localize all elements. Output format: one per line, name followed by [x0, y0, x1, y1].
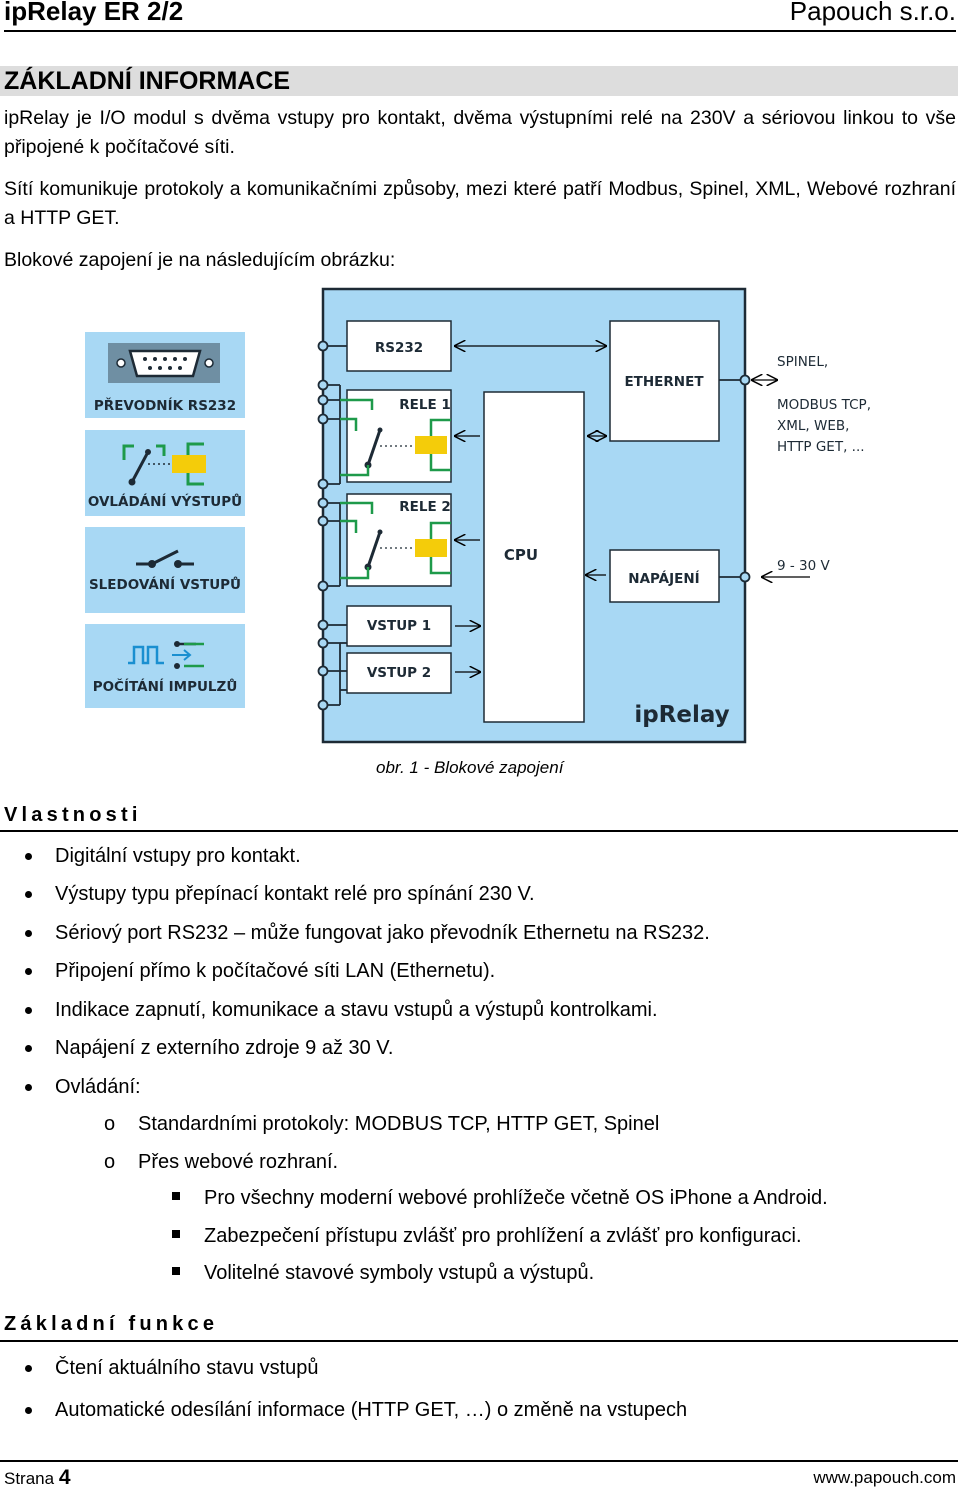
section-title-bar: [0, 66, 958, 96]
feature-label-rs232: PŘEVODNÍK RS232: [94, 397, 236, 414]
footer-page-label: Strana: [4, 1469, 55, 1488]
block-rs232: [346, 320, 452, 372]
list-item: Napájení z externího zdroje 9 až 30 V.: [55, 1037, 394, 1059]
pulse-counter-icon: [128, 641, 204, 669]
figure-caption: obr. 1 - Blokové zapojení: [376, 758, 564, 777]
block-diagram: PŘEVODNÍK RS232 OVLÁDÁNÍ VÝSTUPŮ SLEDOVÁ…: [85, 287, 871, 744]
list-item: Indikace zapnutí, komunikace a stavu vst…: [55, 999, 658, 1021]
protocol-label-2: MODBUS TCP,: [777, 397, 871, 413]
label-cpu: CPU: [504, 546, 538, 564]
list-item: Výstupy typu přepínací kontakt relé pro …: [55, 883, 535, 905]
sub-sub-list-item: Pro všechny moderní webové prohlížeče vč…: [204, 1187, 828, 1209]
voltage-label: 9 - 30 V: [777, 558, 831, 574]
bullet-icon: [25, 1084, 32, 1091]
list-item: Čtení aktuálního stavu vstupů: [55, 1357, 319, 1379]
list-item: Automatické odesílání informace (HTTP GE…: [55, 1399, 688, 1421]
bullet-icon: [25, 853, 32, 860]
intro-paragraph-2: Sítí komunikuje protokoly a komunikačním…: [4, 178, 956, 229]
brand-logo: ipRelay: [634, 702, 729, 728]
bullet-icon: [25, 891, 32, 898]
list-item: Digitální vstupy pro kontakt.: [55, 845, 301, 867]
list-item: Ovládání:: [55, 1076, 141, 1098]
protocol-label-4: HTTP GET, ...: [777, 439, 865, 455]
feature-label-inputs: SLEDOVÁNÍ VSTUPŮ: [89, 575, 241, 593]
label-vstup-1: VSTUP 1: [367, 618, 431, 634]
feature-outputs-panel: OVLÁDÁNÍ VÝSTUPŮ: [85, 430, 245, 516]
bullet-icon: [25, 1007, 32, 1014]
feature-label-outputs: OVLÁDÁNÍ VÝSTUPŮ: [88, 492, 242, 510]
footer-url[interactable]: www.papouch.com: [813, 1468, 956, 1487]
sub-sub-list-item: Volitelné stavové symboly vstupů a výstu…: [204, 1262, 595, 1284]
sub-list-item: Přes webové rozhraní.: [138, 1151, 339, 1173]
block-cpu: [483, 391, 585, 723]
label-rele-1: RELE 1: [399, 397, 451, 413]
bus-arrows: [455, 346, 810, 672]
serial-connector-icon: [128, 349, 202, 378]
footer-page-number: 4: [58, 1466, 71, 1489]
feature-rs232-panel: PŘEVODNÍK RS232: [85, 332, 245, 418]
label-vstup-2: VSTUP 2: [367, 665, 431, 681]
square-bullet-icon: [172, 1230, 180, 1238]
relay-switch-icon: [122, 442, 206, 486]
vlastnosti-heading: Vlastnosti: [4, 804, 142, 826]
footer-rule: [0, 1460, 958, 1462]
footer-page: Strana 4: [4, 1466, 71, 1490]
header-rule: [4, 30, 956, 32]
feature-label-pulses: POČÍTÁNÍ IMPULZŮ: [93, 677, 238, 695]
right-terminal-pins: [719, 374, 751, 583]
intro-paragraph-3: Blokové zapojení je na následujícím obrá…: [4, 249, 396, 271]
zakladni-funkce-rule: [0, 1340, 958, 1342]
rele-1-switch-icon: [340, 398, 451, 477]
bullet-icon: [25, 1407, 32, 1414]
header-product: ipRelay ER 2/2: [4, 0, 184, 26]
label-ethernet: ETHERNET: [624, 374, 704, 390]
bullet-icon: [25, 968, 32, 975]
protocol-label-3: XML, WEB,: [777, 418, 849, 434]
label-rele-2: RELE 2: [399, 499, 451, 515]
label-rs232: RS232: [375, 340, 423, 356]
protocol-label-1: SPINEL,: [777, 354, 828, 370]
sub-list-item: Standardními protokoly: MODBUS TCP, HTTP…: [138, 1113, 660, 1135]
vlastnosti-rule: [0, 830, 958, 832]
zakladni-funkce-heading: Základní funkce: [4, 1313, 219, 1335]
label-napajeni: NAPÁJENÍ: [628, 570, 699, 587]
list-item: Připojení přímo k počítačové síti LAN (E…: [55, 960, 496, 982]
section-title: ZÁKLADNÍ INFORMACE: [4, 67, 291, 95]
bullet-icon: [25, 1045, 32, 1052]
block-vstup-1: [346, 605, 452, 647]
terminal-pins: [317, 340, 329, 711]
feature-inputs-panel: SLEDOVÁNÍ VSTUPŮ: [85, 527, 245, 613]
header-company: Papouch s.r.o.: [789, 0, 956, 26]
bullet-icon: [25, 930, 32, 937]
intro-paragraph-1: ipRelay je I/O modul s dvěma vstupy pro …: [4, 107, 956, 158]
square-bullet-icon: [172, 1192, 180, 1200]
bullet-icon: [25, 1365, 32, 1372]
rele-2-switch-icon: [340, 501, 451, 580]
square-bullet-icon: [172, 1267, 180, 1275]
circle-bullet-icon: o: [104, 1113, 116, 1135]
circle-bullet-icon: o: [104, 1151, 116, 1173]
block-vstup-2: [346, 652, 452, 694]
input-contact-icon: [136, 549, 194, 568]
list-item: Sériový port RS232 – může fungovat jako …: [55, 922, 710, 944]
feature-pulses-panel: POČÍTÁNÍ IMPULZŮ: [85, 624, 245, 708]
block-ethernet: [609, 320, 720, 442]
block-napajeni: [609, 549, 720, 603]
sub-sub-list-item: Zabezpečení přístupu zvlášť pro prohlíže…: [204, 1225, 802, 1247]
